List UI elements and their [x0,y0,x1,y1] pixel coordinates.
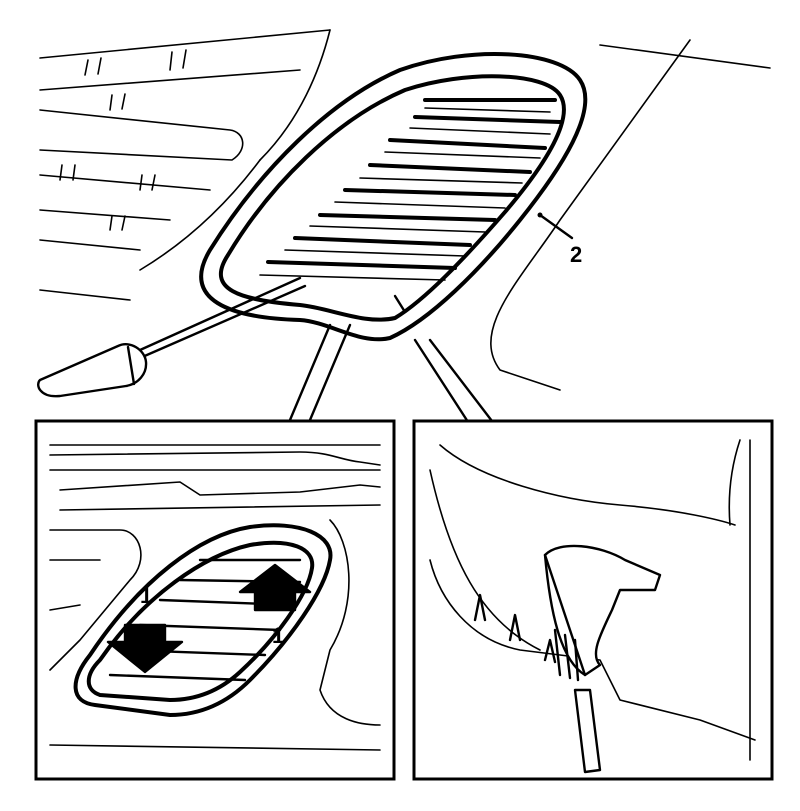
detail-left-content: 1 1 [49,444,381,751]
dashboard-surface [39,29,331,301]
screwdriver-tool [37,276,307,398]
callout-label-1-bottom: 1 [272,623,284,648]
main-view: 2 [37,29,771,427]
zoom-connectors [288,323,497,427]
callout-grille: 2 [537,212,582,267]
air-vent-grille [199,52,588,342]
callout-label-1-top: 1 [140,583,152,608]
windscreen-edge [490,39,771,391]
detail-panel-right [412,419,774,781]
callout-label-2: 2 [570,242,582,267]
detail-right-content [429,439,756,774]
detail-panel-left: 1 1 [34,419,396,781]
